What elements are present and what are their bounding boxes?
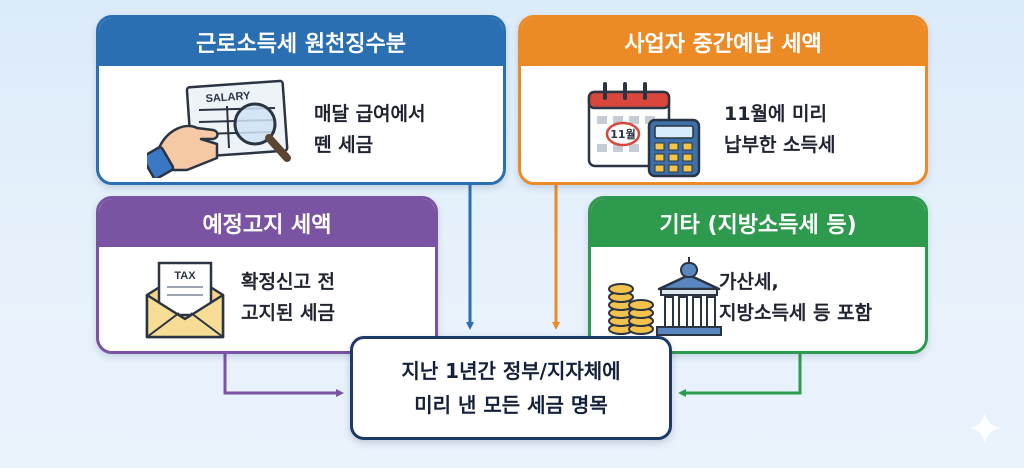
withholding-title: 근로소득세 원천징수분 [99, 18, 503, 66]
tax-envelope-icon: TAX [145, 261, 225, 339]
withholding-desc: 매달 급여에서 뗀 세금 [314, 103, 426, 156]
notice-desc: 확정신고 전 고지된 세금 [241, 271, 336, 324]
calendar-calculator-icon: 11월 [587, 82, 701, 178]
other-title: 기타 (지방소득세 등) [591, 199, 925, 247]
sparkle-icon [969, 412, 1001, 444]
interim-card: 사업자 중간예납 세액 11월 11월에 미리 납부한 소득세 [518, 15, 928, 185]
coins-government-icon [608, 257, 722, 336]
salary-magnifier-icon: SALARY [147, 79, 291, 178]
interim-desc: 11월에 미리 납부한 소득세 [724, 103, 836, 156]
arrow-notice [223, 354, 344, 397]
arrow-other [678, 354, 802, 397]
svg-text:11월: 11월 [610, 127, 635, 141]
other-desc: 가산세, 지방소득세 등 포함 [719, 271, 873, 324]
notice-title: 예정고지 세액 [99, 199, 435, 247]
interim-title: 사업자 중간예납 세액 [521, 18, 925, 66]
notice-card: 예정고지 세액 TAX 확정신고 전 고지된 세금 [96, 196, 438, 354]
withholding-card: 근로소득세 원천징수분 SALARY 매달 급여에서 뗀 세금 [96, 15, 506, 185]
svg-text:SALARY: SALARY [205, 90, 251, 105]
summary-box: 지난 1년간 정부/지자체에 미리 낸 모든 세금 명목 [350, 336, 672, 440]
other-card: 기타 (지방소득세 등) 가산세, 지방소득세 등 포함 [588, 196, 928, 354]
svg-text:TAX: TAX [174, 270, 196, 282]
